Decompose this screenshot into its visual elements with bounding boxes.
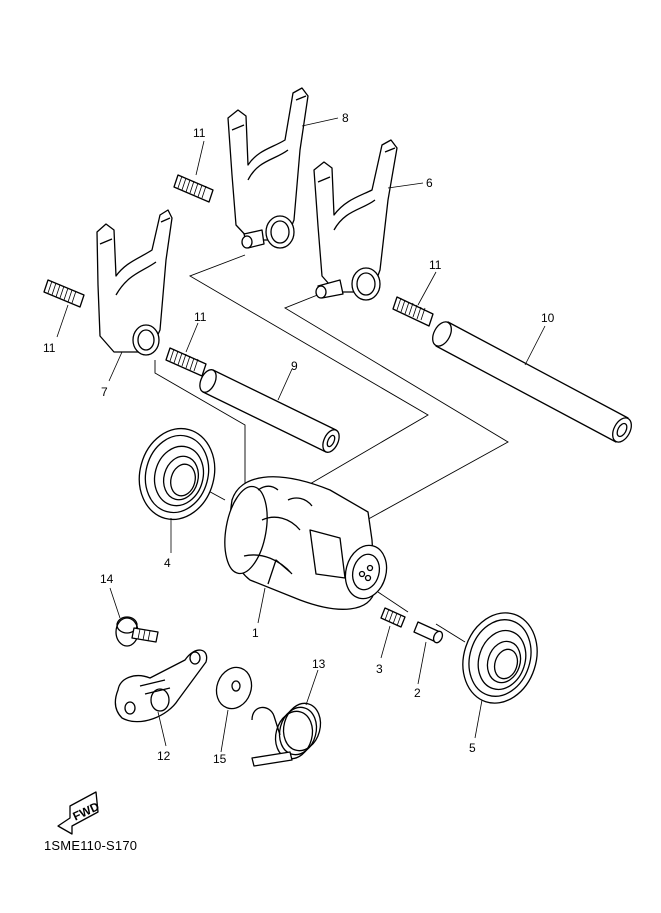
shift-fork-7[interactable]: [96, 209, 173, 356]
shift-shaft-10[interactable]: [429, 319, 635, 445]
callout-11: 11: [429, 258, 442, 272]
callout-14: 14: [100, 572, 114, 586]
callout-11: 11: [43, 341, 56, 355]
callout-9: 9: [291, 359, 298, 373]
assembly-guide-lines: [154, 254, 509, 643]
bearing-4[interactable]: [129, 420, 224, 528]
washer-15[interactable]: [211, 662, 257, 713]
callout-6: 6: [426, 176, 433, 190]
torsion-spring-13[interactable]: [251, 699, 326, 767]
callout-1: 1: [252, 626, 259, 640]
callout-numbers: 11 8 6 11 11 7 11 9 10 4 1 3 2 5 14 12 1…: [43, 111, 555, 766]
fwd-arrow-icon: FWD: [57, 791, 102, 835]
bearing-5[interactable]: [452, 603, 549, 713]
shift-drum-1[interactable]: [219, 476, 393, 610]
spring-11-mid[interactable]: [165, 347, 207, 377]
callout-11: 11: [194, 310, 207, 324]
spring-3[interactable]: [380, 607, 406, 628]
callout-15: 15: [213, 752, 227, 766]
pin-2[interactable]: [413, 621, 444, 644]
callout-4: 4: [164, 556, 171, 570]
callout-5: 5: [469, 741, 476, 755]
spring-11-right[interactable]: [392, 296, 434, 327]
callout-13: 13: [312, 657, 326, 671]
spring-11-left[interactable]: [43, 279, 85, 308]
callout-10: 10: [541, 311, 555, 325]
callout-8: 8: [342, 111, 349, 125]
shift-fork-8[interactable]: [227, 87, 309, 249]
segment-lever-12[interactable]: [114, 649, 208, 723]
shift-shaft-9[interactable]: [197, 367, 343, 455]
callout-11: 11: [193, 126, 206, 140]
callout-3: 3: [376, 662, 383, 676]
diagram-code: 1SME110-S170: [44, 838, 138, 853]
callout-7: 7: [101, 385, 108, 399]
callout-leaders: [56, 117, 546, 753]
bolt-14[interactable]: [115, 616, 159, 647]
spring-11-top[interactable]: [173, 174, 214, 203]
shift-fork-6[interactable]: [313, 139, 398, 301]
callout-12: 12: [157, 749, 171, 763]
callout-2: 2: [414, 686, 421, 700]
